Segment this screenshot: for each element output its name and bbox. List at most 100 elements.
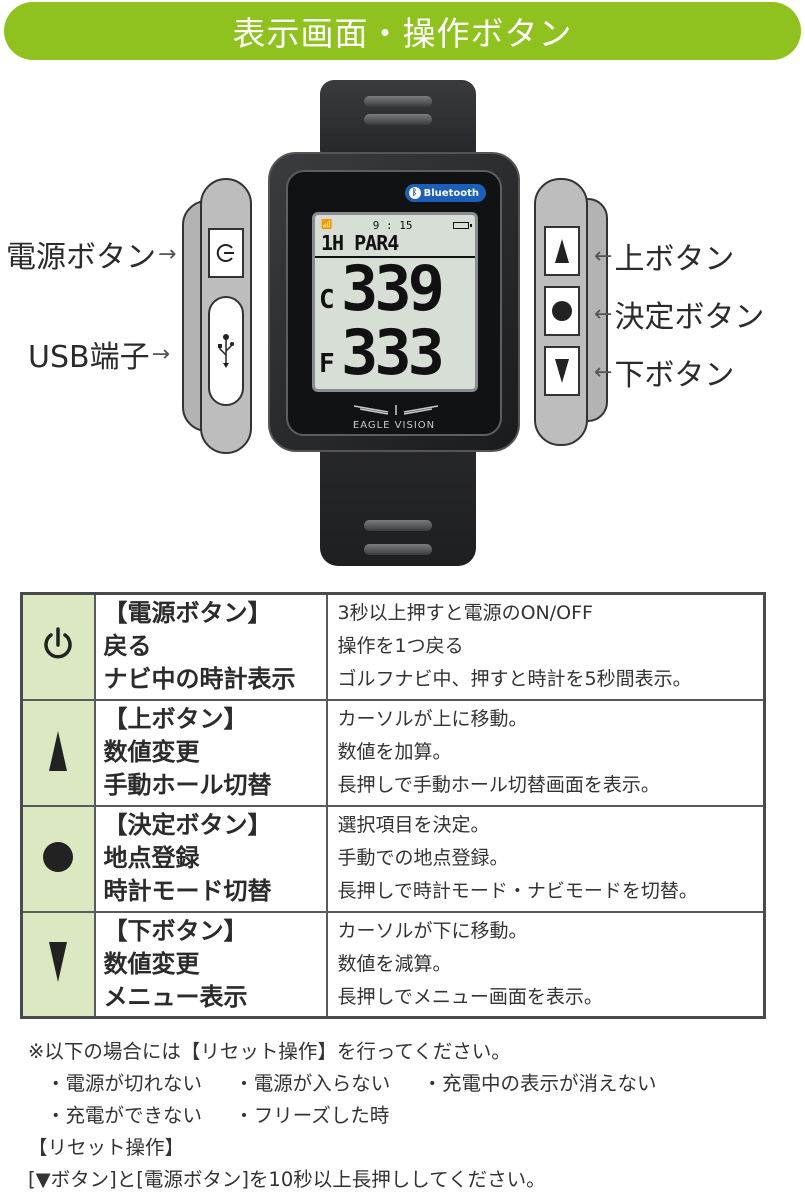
- function-label: 数値変更: [103, 949, 200, 978]
- watch-body: ᛒ Bluetooth 📶 9 : 15 1H PAR4 C 339 F 333: [268, 152, 520, 452]
- lcd-hole-par: 1H PAR4: [321, 231, 399, 255]
- circle-dot-icon: [552, 301, 572, 321]
- callout-label: 下ボタン: [614, 358, 735, 393]
- table-row-enter: 【決定ボタン】 地点登録 時計モード切替 選択項目を決定。 手動での地点登録。 …: [20, 804, 766, 913]
- strap-slot: [364, 544, 432, 555]
- up-triangle-icon: [555, 239, 569, 263]
- function-label: 時計モード切替: [103, 877, 272, 905]
- power-button[interactable]: [208, 228, 244, 278]
- description-line: 長押しで手動ホール切替画面を表示。: [337, 774, 660, 796]
- description-line: 数値を減算。: [337, 952, 452, 975]
- callout-label: 決定ボタン: [614, 300, 765, 335]
- description-line: 数値を加算。: [337, 741, 452, 763]
- callout-enter-button: ← 決定ボタン: [592, 292, 764, 336]
- description-line: 手動での地点登録。: [337, 847, 509, 869]
- icon-cell: [20, 804, 96, 913]
- table-row-power: 【電源ボタン】 戻る ナビ中の時計表示 3秒以上押すと電源のON/OFF 操作を…: [20, 592, 766, 701]
- case-item: ・充電中の表示が消えない: [422, 1072, 657, 1095]
- watch-bezel: ᛒ Bluetooth 📶 9 : 15 1H PAR4 C 339 F 333: [286, 170, 502, 436]
- notes-intro: ※以下の場合には【リセット操作】を行ってください。: [28, 1040, 511, 1063]
- reset-notes: ※以下の場合には【リセット操作】を行ってください。 ・電源が切れない ・電源が入…: [28, 1036, 788, 1196]
- strap-slot: [364, 114, 432, 125]
- lcd-distance-value: 333: [341, 316, 445, 389]
- brand-logo-icon: [353, 405, 439, 415]
- lcd-divider: [315, 256, 475, 258]
- table-row-down: 【下ボタン】 数値変更 メニュー表示 カーソルが下に移動。 数値を減算。 長押し…: [20, 910, 766, 1019]
- arrow-left-icon: ←: [594, 301, 613, 327]
- strap-slot: [364, 520, 432, 531]
- lcd-letter: F: [319, 349, 335, 379]
- right-side-panel: [534, 178, 588, 446]
- power-icon: [44, 627, 72, 659]
- down-button[interactable]: [544, 346, 580, 396]
- function-label: 手動ホール切替: [103, 771, 272, 799]
- watch-strap-top: [320, 80, 476, 155]
- lcd-distance-center: C 339: [319, 257, 471, 321]
- button-name: 【上ボタン】: [103, 705, 248, 733]
- description-line: 操作を1つ戻る: [337, 635, 464, 658]
- notes-cases-line-2: ・充電ができない ・フリーズした時: [28, 1100, 788, 1132]
- description-line: 長押しで時計モード・ナビモードを切替。: [337, 880, 698, 902]
- callout-label: 上ボタン: [614, 242, 735, 277]
- callout-up-button: ← 上ボタン: [592, 234, 734, 278]
- circle-dot-icon: [43, 841, 74, 872]
- description-line: ゴルフナビ中、押すと時計を5秒間表示。: [337, 668, 692, 691]
- arrow-left-icon: ←: [594, 359, 613, 385]
- reset-instruction: [▼ボタン]と[電源ボタン]を10秒以上長押ししてください。: [28, 1168, 546, 1191]
- arrow-right-icon: →: [158, 241, 177, 267]
- description-cell: カーソルが上に移動。 数値を加算。 長押しで手動ホール切替画面を表示。: [325, 698, 766, 807]
- callout-usb-port: USB端子 →: [28, 332, 172, 376]
- button-name: 【下ボタン】: [103, 916, 248, 945]
- battery-icon: [453, 221, 472, 229]
- label-cell: 【決定ボタン】 地点登録 時計モード切替: [93, 804, 328, 913]
- down-triangle-icon: [555, 359, 569, 383]
- description-line: 長押しでメニュー画面を表示。: [337, 985, 603, 1008]
- header-banner: 表示画面・操作ボタン: [4, 2, 801, 60]
- arrow-right-icon: →: [151, 341, 171, 367]
- usb-port: [208, 296, 244, 406]
- lcd-status-bar: 📶 9 : 15: [321, 218, 472, 232]
- table-row-up: 【上ボタン】 数値変更 手動ホール切替 カーソルが上に移動。 数値を加算。 長押…: [20, 698, 766, 807]
- notes-cases-line-1: ・電源が切れない ・電源が入らない ・充電中の表示が消えない: [28, 1068, 788, 1100]
- lcd-time: 9 : 15: [372, 218, 413, 232]
- icon-cell: [20, 592, 96, 701]
- callout-power-button: 電源ボタン →: [6, 232, 178, 276]
- function-label: 地点登録: [103, 844, 200, 872]
- lcd-distance-front: F 333: [319, 321, 471, 385]
- power-icon: [216, 244, 234, 262]
- description-line: 3秒以上押すと電源のON/OFF: [337, 602, 593, 625]
- strap-slot: [364, 96, 432, 107]
- case-item: ・電源が切れない: [46, 1072, 203, 1095]
- label-cell: 【電源ボタン】 戻る ナビ中の時計表示: [93, 592, 328, 701]
- watch-diagram: ᛒ Bluetooth 📶 9 : 15 1H PAR4 C 339 F 333: [0, 62, 805, 582]
- bluetooth-label: Bluetooth: [423, 187, 479, 199]
- gps-signal-icon: 📶: [321, 220, 333, 230]
- label-cell: 【上ボタン】 数値変更 手動ホール切替: [93, 698, 328, 807]
- button-function-table: 【電源ボタン】 戻る ナビ中の時計表示 3秒以上押すと電源のON/OFF 操作を…: [20, 592, 766, 1019]
- brand-name: EAGLE VISION: [352, 420, 436, 431]
- icon-cell: [20, 910, 96, 1019]
- enter-button[interactable]: [544, 286, 580, 336]
- down-triangle-icon: [49, 942, 68, 983]
- reset-heading: 【リセット操作】: [28, 1136, 185, 1159]
- description-cell: 3秒以上押すと電源のON/OFF 操作を1つ戻る ゴルフナビ中、押すと時計を5秒…: [325, 592, 766, 701]
- callout-label: USB端子: [28, 340, 150, 375]
- up-button[interactable]: [544, 226, 580, 276]
- button-name: 【決定ボタン】: [103, 811, 272, 839]
- button-name: 【電源ボタン】: [103, 599, 272, 628]
- bluetooth-icon: ᛒ: [408, 187, 421, 199]
- description-cell: 選択項目を決定。 手動での地点登録。 長押しで時計モード・ナビモードを切替。: [325, 804, 766, 913]
- lcd-distance-value: 339: [341, 252, 445, 325]
- page-title: 表示画面・操作ボタン: [232, 14, 573, 53]
- left-side-panel: [200, 178, 252, 454]
- lcd-letter: C: [319, 285, 335, 315]
- case-item: ・電源が入らない: [234, 1072, 391, 1095]
- description-line: カーソルが下に移動。: [337, 919, 528, 942]
- callout-label: 電源ボタン: [6, 240, 156, 275]
- description-line: 選択項目を決定。: [337, 814, 490, 836]
- arrow-left-icon: ←: [594, 243, 613, 269]
- function-label: ナビ中の時計表示: [103, 665, 296, 694]
- lcd-screen: 📶 9 : 15 1H PAR4 C 339 F 333: [312, 212, 478, 392]
- icon-cell: [20, 698, 96, 807]
- label-cell: 【下ボタン】 数値変更 メニュー表示: [93, 910, 328, 1019]
